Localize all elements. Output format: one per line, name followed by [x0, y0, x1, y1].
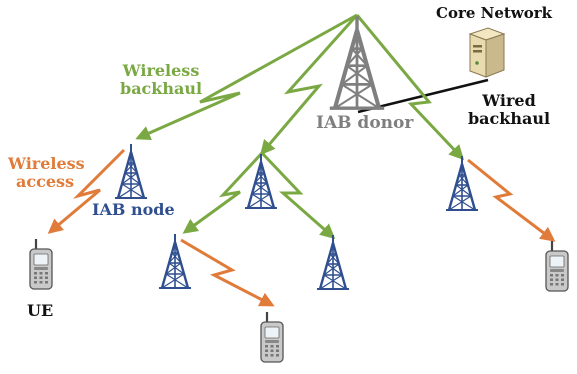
access-link-node-left-to-ue: [47, 148, 126, 234]
wireless-backhaul-label-line2: backhaul: [120, 78, 203, 98]
backhaul-link-donor-to-node-right: [355, 14, 465, 161]
access-link-node-lower-left-to-ue: [180, 238, 275, 307]
iab-node-label: IAB node: [92, 200, 175, 219]
wireless-access-label: Wireless access: [8, 154, 85, 191]
wireless-access-label-line1: Wireless: [8, 154, 85, 173]
wired-backhaul-label: Wired backhaul: [466, 92, 552, 128]
ue-phone-icon-right: [544, 239, 570, 293]
backhaul-link-middle-to-node-lower-left: [182, 151, 264, 234]
backhaul-link-donor-to-node-middle: [260, 13, 359, 156]
ue-phone-icon-bottom: [259, 310, 285, 364]
backhaul-link-donor-to-node-left: [135, 13, 358, 141]
core-network-label: Core Network: [436, 4, 553, 22]
wireless-backhaul-label: Wireless backhaul: [120, 62, 202, 98]
iab-donor-label: IAB donor: [316, 113, 414, 133]
access-link-node-right-to-ue: [467, 158, 556, 242]
backhaul-link-middle-to-node-lower-right: [260, 151, 336, 239]
wireless-backhaul-label-line1: Wireless: [122, 61, 200, 80]
iab-node-tower-icon-lower-right: [315, 233, 351, 291]
wired-backhaul-label-line1: Wired: [482, 91, 536, 110]
core-network-server-icon: [468, 27, 506, 78]
ue-label: UE: [27, 301, 54, 320]
wired-backhaul-label-line2: backhaul: [467, 108, 551, 128]
wireless-access-label-line2: access: [15, 171, 75, 191]
iab-donor-tower-icon: [330, 16, 384, 108]
ue-phone-icon-left: [28, 237, 54, 291]
